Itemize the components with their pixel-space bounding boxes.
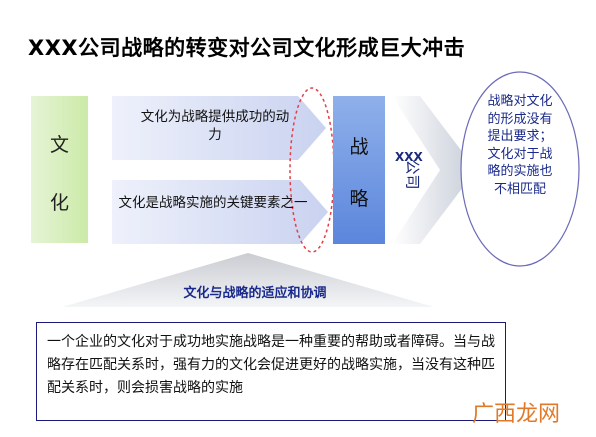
arrow-top-text: 文化为战略提供成功的动力 [140, 109, 290, 143]
ellipse-text: 战略对文化的形成没有提出要求；文化对于战略的实施也不相匹配 [487, 94, 553, 197]
watermark: 广西龙网 [472, 402, 561, 427]
blue-ellipse [460, 71, 580, 267]
triangle-label: 文化与战略的适应和协调 [183, 286, 327, 301]
strategy-char-1: 战 [349, 136, 369, 158]
culture-char-2: 化 [49, 192, 69, 214]
culture-box: 文 化 [31, 96, 88, 243]
bottom-text-box: 一个企业的文化对于成功地实施战略是一种重要的帮助或者障碍。当与战略存在匹配关系时… [36, 322, 506, 421]
arrow-bottom [112, 180, 328, 244]
company-sub: 公司 [403, 159, 422, 190]
strategy-char-2: 略 [349, 188, 369, 210]
arrow-bottom-text: 文化是战略实施的关键要素之一 [118, 195, 308, 211]
triangle-base [62, 253, 434, 307]
company-name: XXX [395, 150, 423, 164]
culture-char-1: 文 [49, 134, 69, 156]
page-title: XXX公司战略的转变对公司文化形成巨大冲击 [28, 36, 466, 60]
arrow-top [112, 96, 326, 160]
bottom-text: 一个企业的文化对于成功地实施战略是一种重要的帮助或者障碍。当与战略存在匹配关系时… [47, 334, 495, 396]
strategy-box: 战 略 [333, 96, 385, 244]
chevron-arrow [392, 96, 476, 244]
